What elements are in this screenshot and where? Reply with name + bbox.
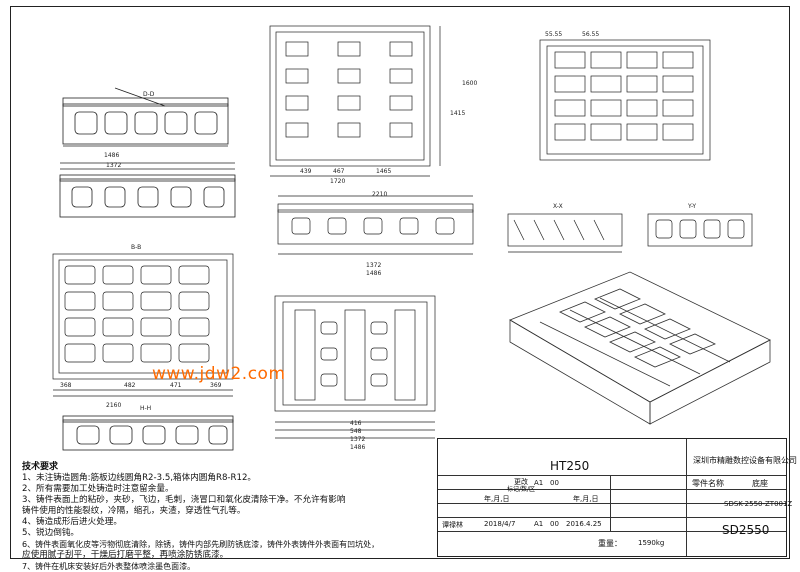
- dimension-label: 1486: [104, 152, 120, 159]
- material-value: HT250: [550, 459, 590, 473]
- requirement-line: 1、未注铸造圆角:筋板边线圆角R2-3.5,箱体内圆角R8-R12。: [22, 473, 257, 483]
- section-dd-view: [62, 87, 229, 147]
- dimension-label: 2160: [106, 402, 122, 409]
- front-elevation-view: [277, 195, 474, 255]
- dimension-label: 416: [350, 420, 362, 427]
- company-name: 深圳市精雕数控设备有限公司: [693, 456, 797, 465]
- right-plan-view: [539, 39, 711, 161]
- dimension-label: 1372: [366, 262, 382, 269]
- requirement-line: 6、铸件表面氧化皮等污物彻底清除，除锈，铸件内部先刷防锈底漆，铸件外表铸件外表面…: [22, 540, 380, 549]
- isometric-3d-view: [509, 271, 771, 425]
- section-yy-view: [647, 213, 753, 247]
- model-number: SD2550: [722, 523, 770, 537]
- section-xx-view: [507, 213, 623, 253]
- technical-requirements: 技术要求 1、未注铸造圆角:筋板边线圆角R2-3.5,箱体内圆角R8-R12。 …: [22, 462, 422, 572]
- small-code-1: A1: [534, 479, 544, 487]
- requirement-line: 7、铸件在机床安装好后外表整体喷涂墨色面漆。: [22, 562, 196, 571]
- drawing-frame: [10, 6, 790, 559]
- revision-code-2: 00: [550, 520, 559, 528]
- dimension-label: 471: [170, 382, 182, 389]
- requirement-line: 3、铸件表面上的粘砂，夹砂，飞边，毛刺，浇冒口和氧化皮清除干净。不允许有影响: [22, 495, 346, 505]
- dimension-label: 1600: [462, 80, 478, 87]
- designer-name: 谭禄林: [442, 521, 463, 529]
- dimension-label: 1465: [376, 168, 392, 175]
- dimension-label: 1372: [106, 162, 122, 169]
- dimension-label: 1415: [450, 110, 466, 117]
- top-plan-view: [269, 25, 441, 177]
- dimension-label: 467: [333, 168, 345, 175]
- small-code-2: 00: [550, 479, 559, 487]
- weight-value: 1590kg: [638, 539, 665, 547]
- dimension-label: 2210: [372, 191, 388, 198]
- requirement-line: 应使用腻子刮平，干燥后打磨平整，再喷涂防锈底漆。: [22, 550, 229, 560]
- design-date: 2018/4/7: [484, 520, 516, 528]
- dimension-label: 55.55: [545, 31, 563, 38]
- weight-label: 重量：: [598, 539, 622, 548]
- section-bb-view: [52, 253, 234, 397]
- bottom-plan-view: [274, 295, 436, 439]
- dimension-label: 548: [350, 428, 362, 435]
- section-dd-label: D-D: [143, 91, 155, 98]
- requirements-title: 技术要求: [22, 462, 59, 472]
- part-name-label: 零件名称: [692, 479, 724, 488]
- watermark-text: www.jdw2.com: [152, 364, 286, 384]
- section-hh-view: [62, 415, 234, 451]
- requirement-line: 5、锐边倒钝。: [22, 528, 80, 538]
- requirement-line: 铸件使用的性能裂纹，冷隔，缩孔，夹渣，穿透性气孔等。: [22, 506, 246, 516]
- dimension-label: 369: [210, 382, 222, 389]
- change-label: 更改: [514, 478, 528, 486]
- date-label-left: 年,月,日: [484, 495, 510, 503]
- revision-code: A1: [534, 520, 544, 528]
- dimension-label: 56.55: [582, 31, 600, 38]
- dimension-label: 1372: [350, 436, 366, 443]
- requirement-line: 2、所有需要加工处铸造时注意留余量。: [22, 484, 174, 494]
- section-xx-label: X-X: [553, 203, 563, 210]
- dimension-label: 482: [124, 382, 136, 389]
- dimension-label: 1486: [350, 444, 366, 451]
- change-sub-label: 标记/数/区: [507, 486, 536, 493]
- section-view-left-mid: [59, 162, 236, 218]
- date-label-right: 年,月,日: [573, 495, 599, 503]
- dimension-label: 1486: [366, 270, 382, 277]
- part-name-value: 底座: [752, 479, 768, 488]
- requirement-line: 4、铸造成形后进火处理。: [22, 517, 122, 527]
- section-yy-label: Y-Y: [688, 203, 697, 210]
- dimension-label: 1720: [330, 178, 346, 185]
- dimension-label: 439: [300, 168, 312, 175]
- title-block: HT250 深圳市精雕数控设备有限公司 零件名称 底座 SDSK-2550-ZT…: [437, 438, 797, 557]
- dimension-label: 368: [60, 382, 72, 389]
- drawing-number: SDSK-2550-ZT001Z: [724, 500, 793, 508]
- section-hh-label: H-H: [140, 405, 152, 412]
- section-bb-label: B-B: [131, 244, 142, 251]
- revision-date: 2016.4.25: [566, 520, 602, 528]
